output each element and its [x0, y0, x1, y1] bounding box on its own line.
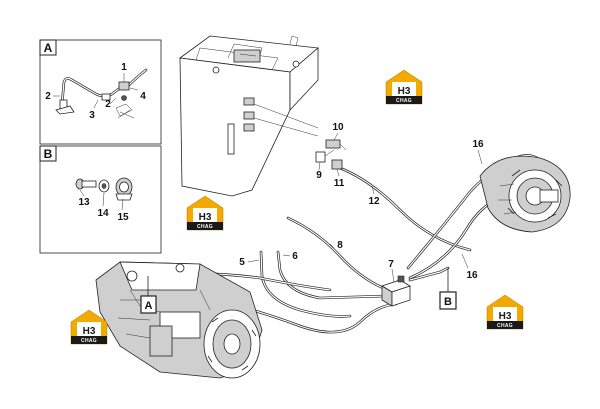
- hose-routing: [148, 154, 542, 334]
- panel-a-letter: A: [44, 41, 53, 55]
- callout-8: 8: [337, 240, 343, 251]
- svg-text:CHAG: CHAG: [197, 224, 213, 230]
- rear-axle-right: [479, 155, 571, 233]
- front-axle-left: [95, 261, 263, 379]
- panel-b-callout-15: 15: [117, 212, 129, 223]
- panel-b-letter: B: [44, 147, 53, 161]
- hydraulic-tank: [178, 35, 319, 197]
- fitting-9: [315, 151, 326, 163]
- panel-a-callout-1: 1: [121, 62, 127, 73]
- valve-block: [381, 275, 411, 307]
- panel-b-callout-14: 14: [97, 208, 109, 219]
- fitting-11: [331, 159, 343, 170]
- callout-12: 12: [368, 196, 380, 207]
- svg-text:H3: H3: [83, 326, 96, 337]
- panel-a-callout-4: 4: [140, 91, 146, 102]
- callout-6: 6: [292, 251, 298, 262]
- svg-text:H3: H3: [199, 212, 212, 223]
- tank-filler-plate: [233, 49, 261, 63]
- callout-10: 10: [332, 122, 344, 133]
- svg-text:H3: H3: [499, 311, 512, 322]
- logo-sub-text: CHAG: [396, 98, 412, 104]
- view-flag-b-letter: B: [444, 296, 452, 308]
- h3-chag-house-icon: H3 CHAG: [186, 195, 224, 231]
- main-callouts: 5 6 7 8 9 10 11 12 16 16: [239, 122, 484, 283]
- callout-7: 7: [388, 259, 394, 270]
- panel-a-fitting: [118, 81, 130, 91]
- callout-5: 5: [239, 257, 245, 268]
- panel-b-callout-13: 13: [78, 197, 90, 208]
- view-flag-b: B: [439, 268, 457, 310]
- tank-outlet-fittings: [315, 139, 347, 170]
- panel-a-callout-2-left: 2: [45, 91, 51, 102]
- fitting-10: [325, 139, 341, 149]
- callout-9: 9: [316, 170, 322, 181]
- svg-text:CHAG: CHAG: [81, 338, 97, 344]
- h3-chag-house-icon: H3 CHAG: [486, 294, 524, 330]
- svg-text:CHAG: CHAG: [497, 323, 513, 329]
- panel-a-callout-3: 3: [89, 110, 95, 121]
- callout-11: 11: [334, 178, 345, 189]
- h3-chag-house-icon: H3 CHAG: [385, 69, 423, 105]
- panel-a-callout-2-right: 2: [105, 99, 111, 110]
- panel-a-fitting-bottom: [121, 95, 127, 101]
- callout-16-lower: 16: [466, 270, 478, 281]
- view-flag-a: A: [140, 276, 157, 314]
- logo-main-text: H3: [398, 86, 411, 97]
- detail-panel-a: A 1 2 3 4 2: [39, 39, 162, 145]
- detail-panel-b: B 13 14 15: [39, 145, 162, 254]
- callout-16-upper: 16: [472, 139, 484, 150]
- view-flag-a-letter: A: [145, 300, 153, 312]
- h3-chag-house-icon: H3 CHAG: [70, 309, 108, 345]
